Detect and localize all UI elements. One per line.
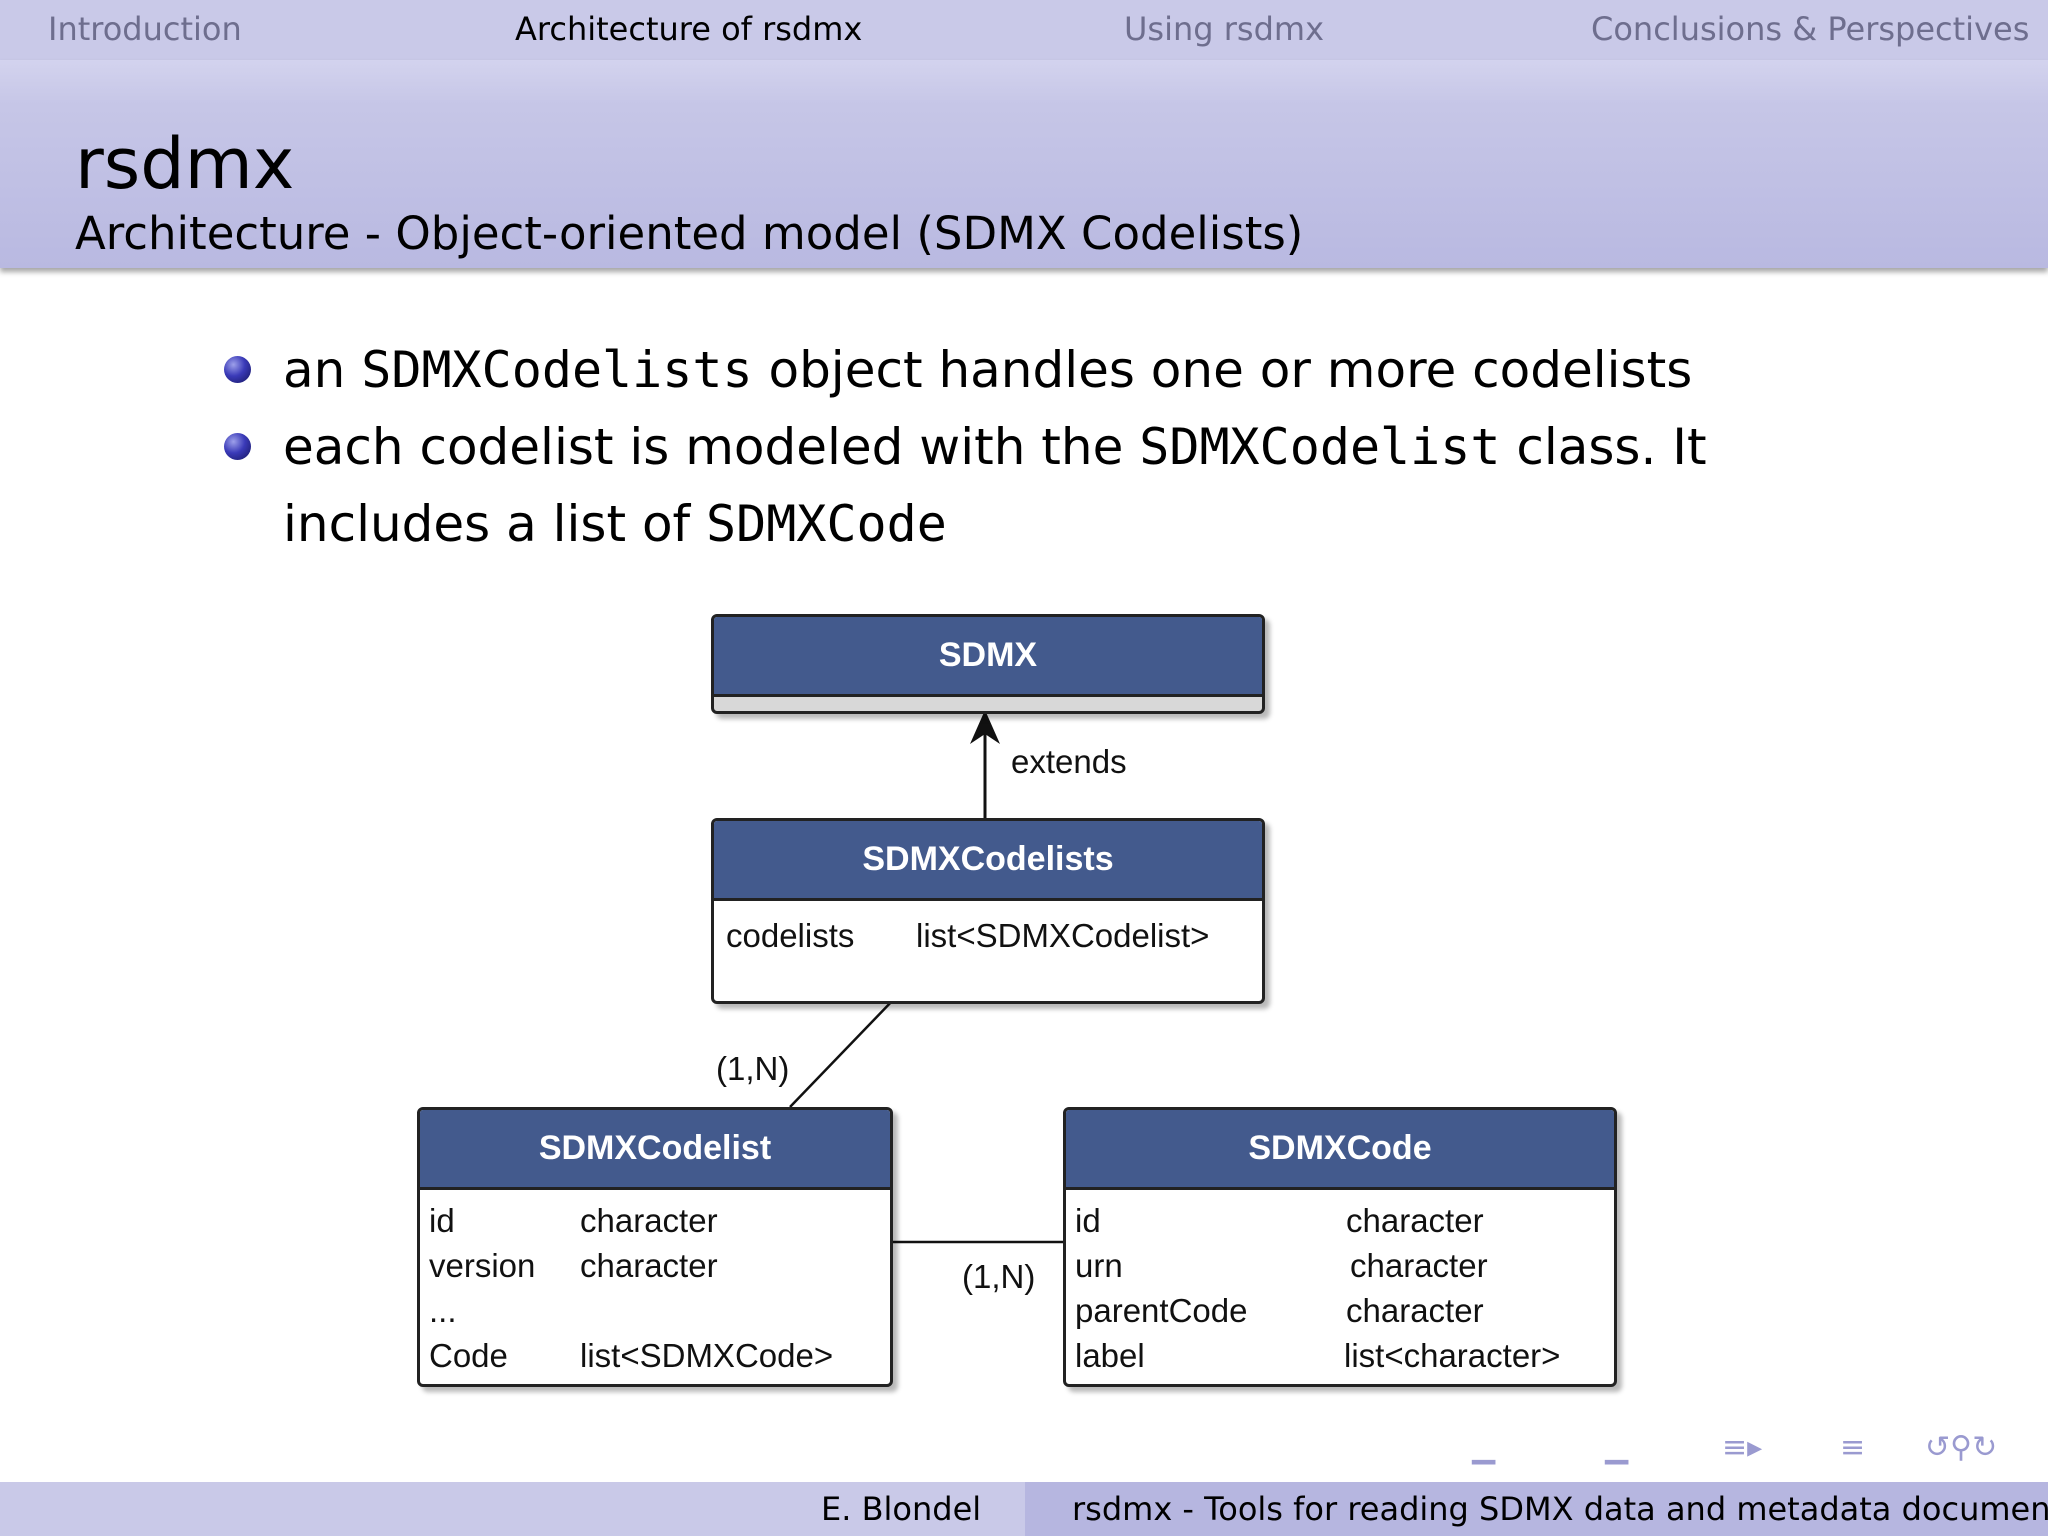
uml-field-name: version: [429, 1247, 536, 1284]
codelists-multiplicity-label: (1,N): [716, 1050, 790, 1087]
uml-field-name: urn: [1075, 1247, 1123, 1284]
bullet-text: an: [283, 341, 362, 399]
bullet-item: each codelist is modeled with the SDMXCo…: [224, 409, 1823, 563]
footer-author: E. Blondel: [821, 1490, 982, 1528]
section-navigation-bar: Introduction Architecture of rsdmx Using…: [0, 0, 2048, 60]
uml-field-row: parentCode character: [1066, 1288, 1614, 1333]
bullet-text: each codelist is modeled with the: [283, 418, 1140, 476]
nav-frame-icon[interactable]: ▁: [1472, 1430, 1496, 1465]
footer-title-box: rsdmx - Tools for reading SDMX data and …: [1025, 1482, 2048, 1536]
nav-section-conclusions[interactable]: Conclusions & Perspectives: [1591, 10, 2030, 48]
uml-class-name: SDMXCode: [1066, 1110, 1614, 1190]
uml-field-type: list<SDMXCode>: [580, 1337, 834, 1374]
footer-author-box: E. Blondel: [0, 1482, 1025, 1536]
uml-field-row: urn character: [1066, 1243, 1614, 1288]
nav-section-using[interactable]: Using rsdmx: [1124, 10, 1324, 48]
bullet-code: SDMXCodelists: [361, 341, 753, 399]
uml-field-type: character: [1346, 1202, 1484, 1239]
extends-arrow-icon: [970, 710, 1000, 744]
nav-section-architecture[interactable]: Architecture of rsdmx: [515, 10, 863, 48]
bullet-text: object handles one or more codelists: [752, 341, 1693, 399]
uml-class-sdmxcodelist: SDMXCodelist id character version charac…: [417, 1107, 893, 1387]
uml-field-row: id character: [420, 1198, 890, 1243]
bullet-code: SDMXCodelist: [1139, 418, 1501, 476]
uml-field-name: parentCode: [1075, 1292, 1248, 1329]
bullet-text: class. It includes a list of: [283, 418, 1707, 553]
uml-field-list: id character version character ... Code …: [420, 1190, 890, 1378]
frame-title-block: rsdmx Architecture - Object-oriented mod…: [0, 60, 2048, 268]
uml-field-name: label: [1075, 1337, 1145, 1374]
uml-field-type: character: [1350, 1247, 1488, 1284]
uml-field-name: ...: [429, 1292, 457, 1329]
uml-field-row: codelists list<SDMXCodelist>: [714, 913, 1262, 958]
uml-field-type: character: [580, 1247, 718, 1284]
uml-field-name: codelists: [726, 917, 855, 954]
uml-field-row: version character: [420, 1243, 890, 1288]
uml-field-type: list<character>: [1344, 1337, 1561, 1374]
uml-field-row: id character: [1066, 1198, 1614, 1243]
uml-field-row: label list<character>: [1066, 1333, 1614, 1378]
uml-field-row: ...: [420, 1288, 890, 1333]
nav-section-introduction[interactable]: Introduction: [48, 10, 242, 48]
footer-talk-title: rsdmx - Tools for reading SDMX data and …: [1072, 1490, 2048, 1528]
uml-class-name: SDMXCodelist: [420, 1110, 890, 1190]
uml-class-name: SDMXCodelists: [714, 821, 1262, 901]
uml-field-type: list<SDMXCodelist>: [916, 917, 1210, 954]
extends-label: extends: [1011, 743, 1127, 780]
bullet-icon: [224, 356, 251, 383]
frame-title: rsdmx: [75, 123, 295, 205]
uml-class-name: SDMX: [714, 617, 1262, 697]
uml-field-list: id character urn character parentCode ch…: [1066, 1190, 1614, 1378]
footer-bar: E. Blondel rsdmx - Tools for reading SDM…: [0, 1482, 2048, 1536]
uml-class-sdmxcode: SDMXCode id character urn character pare…: [1063, 1107, 1617, 1387]
uml-field-name: id: [1075, 1202, 1101, 1239]
uml-field-name: Code: [429, 1337, 508, 1374]
frame-subtitle: Architecture - Object-oriented model (SD…: [75, 207, 1304, 260]
bullet-list: an SDMXCodelists object handles one or m…: [224, 332, 1823, 563]
uml-field-type: character: [1346, 1292, 1484, 1329]
nav-back-search-icon[interactable]: ↺⚲↻: [1925, 1430, 1998, 1465]
uml-class-sdmxcodelists: SDMXCodelists codelists list<SDMXCodelis…: [711, 818, 1265, 1004]
uml-field-name: id: [429, 1202, 455, 1239]
bullet-item: an SDMXCodelists object handles one or m…: [224, 332, 1823, 409]
nav-subsection-icon[interactable]: ▁: [1605, 1430, 1629, 1465]
bullet-icon: [224, 433, 251, 460]
codelists-association-line: [789, 997, 896, 1108]
bullet-code: SDMXCode: [706, 495, 947, 553]
uml-field-type: character: [580, 1202, 718, 1239]
uml-class-sdmx: SDMX: [711, 614, 1265, 714]
uml-field-row: Code list<SDMXCode>: [420, 1333, 890, 1378]
nav-section-prev-next-icon[interactable]: ≡▸: [1722, 1430, 1763, 1465]
nav-section-icon[interactable]: ≡: [1840, 1430, 1866, 1465]
codes-multiplicity-label: (1,N): [962, 1258, 1036, 1295]
